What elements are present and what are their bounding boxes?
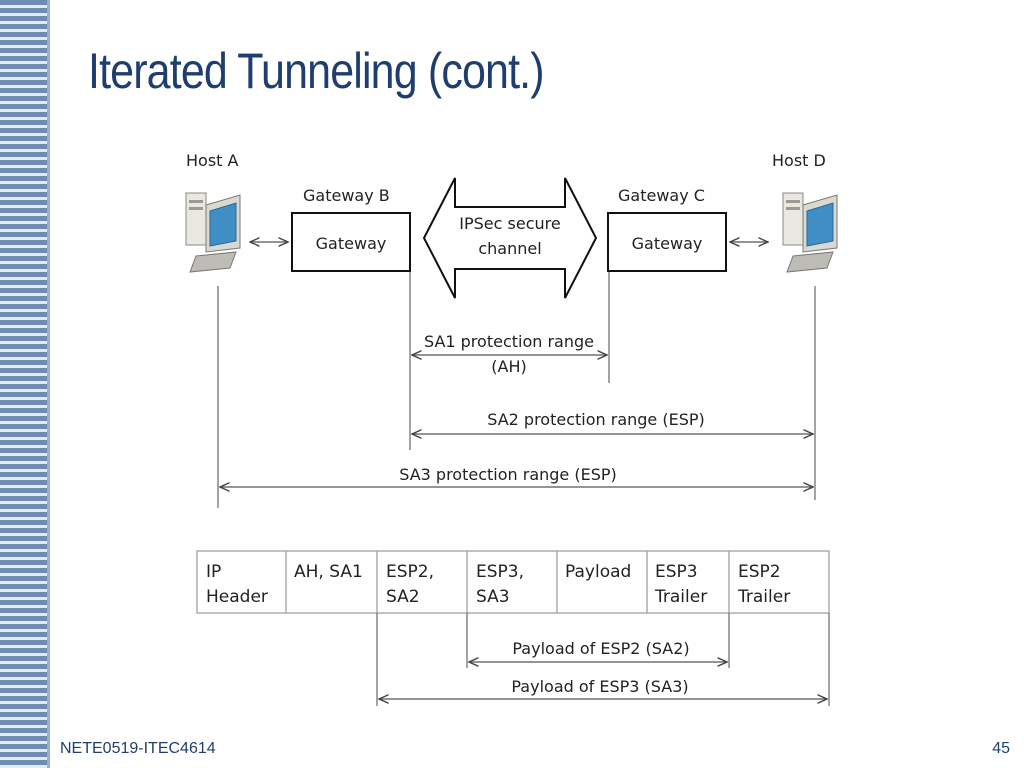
gateway-b-box [291,212,411,272]
payload-esp2-label: Payload of ESP2 (SA2) [512,639,689,658]
cell-esp3-sa3-line1: ESP3, [476,562,524,582]
cell-esp3-sa3-line2: SA3 [476,587,510,607]
channel-label-line1: IPSec secure [459,214,560,233]
packet-structure-table: IP Header AH, SA1 ESP2, SA2 ESP3, SA3 Pa… [196,550,830,614]
slide-page-number: 45 [992,740,1010,757]
cell-ip-header-line1: IP [206,562,221,582]
host-a-computer-icon [185,192,241,273]
ipsec-channel-arrow [422,177,598,299]
sa1-label-line1: SA1 protection range [424,332,594,351]
channel-label-line2: channel [478,239,541,258]
cell-esp3-trailer-line1: ESP3 [655,562,698,582]
gateway-c-box-label: Gateway [632,234,703,253]
gateway-b-box-label: Gateway [316,234,387,253]
cell-ah-sa1-line1: AH, SA1 [294,562,363,582]
cell-esp2-trailer-line1: ESP2 [738,562,781,582]
payload-esp3-label: Payload of ESP3 (SA3) [511,677,688,696]
sa2-label: SA2 protection range (ESP) [487,410,705,429]
cell-ip-header-line2: Header [206,587,268,607]
slide-title: Iterated Tunneling (cont.) [88,43,545,99]
cell-esp2-trailer-line2: Trailer [737,587,790,607]
host-d-computer-icon [782,192,838,273]
sa3-label: SA3 protection range (ESP) [399,465,617,484]
gateway-c-box [607,212,727,272]
footer-course-code: NETE0519-ITEC4614 [60,740,216,757]
side-stripe-decoration [0,0,50,768]
gateway-c-label: Gateway C [618,186,705,205]
cell-esp3-trailer-line2: Trailer [654,587,707,607]
sa1-label-line2: (AH) [491,357,526,376]
host-a-label: Host A [186,151,239,170]
cell-esp2-sa2-line1: ESP2, [386,562,434,582]
host-d-label: Host D [772,151,826,170]
cell-esp2-sa2-line2: SA2 [386,587,420,607]
cell-payload-line1: Payload [565,562,631,582]
gateway-b-label: Gateway B [303,186,390,205]
